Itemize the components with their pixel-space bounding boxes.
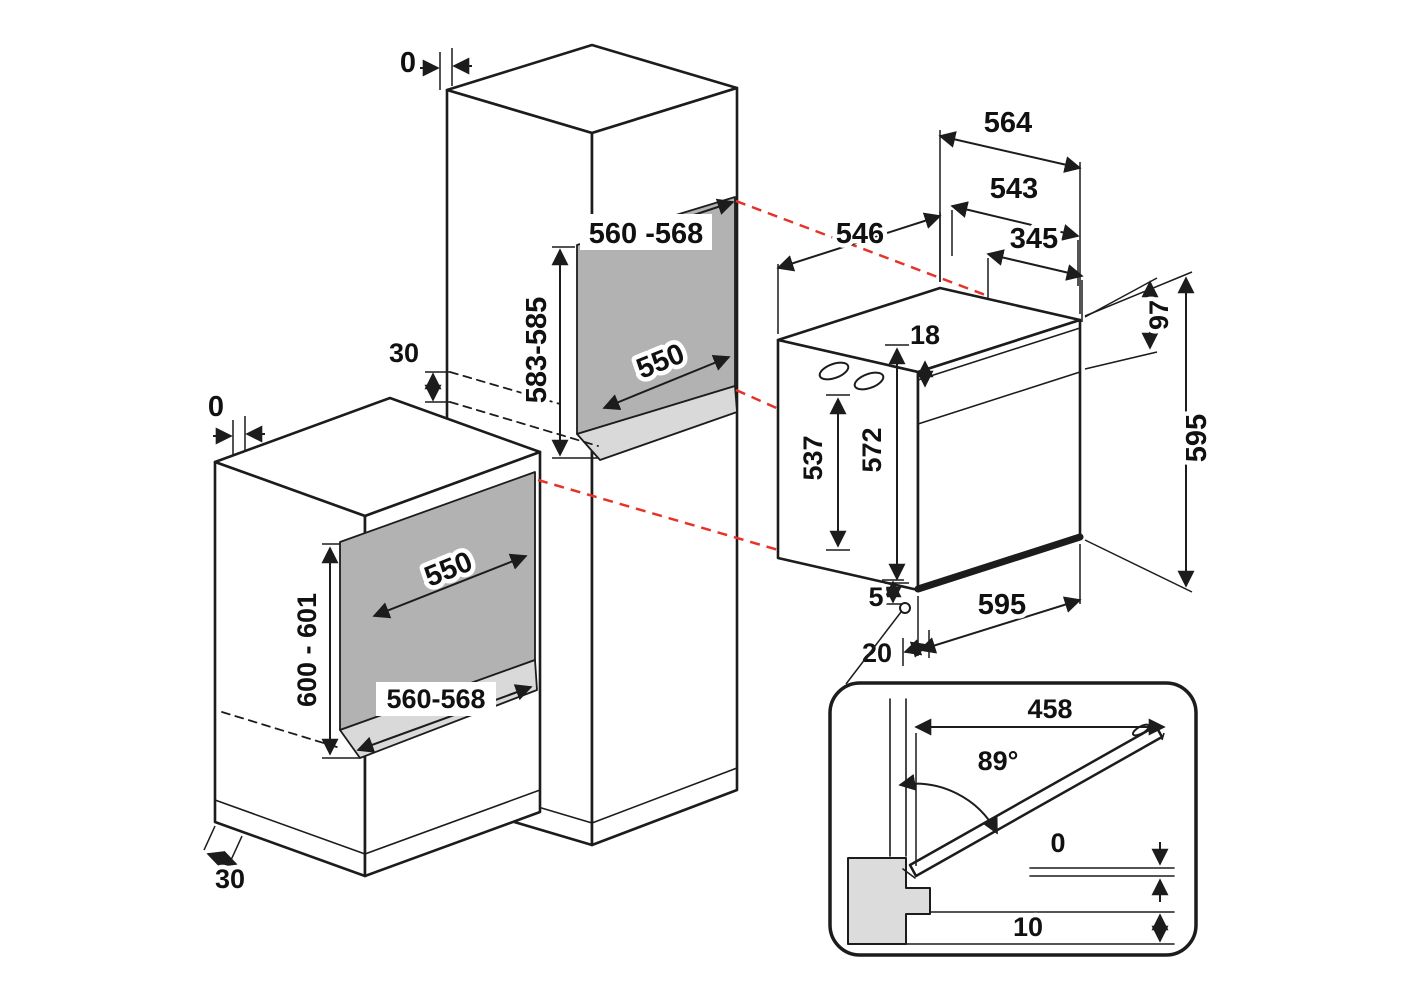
dim-oven-top-width: 564: [984, 107, 1032, 139]
dim-oven-panel-height: 97: [1144, 300, 1174, 330]
oven: [776, 286, 1084, 593]
control-panel-line: [917, 371, 1081, 425]
projection-line-top: [735, 199, 989, 298]
dim-door-flush-gap: 0: [1050, 828, 1065, 858]
dim-base-niche-width: 560-568: [386, 684, 485, 714]
control-knob-icon: [853, 371, 885, 391]
dim-base-niche-height: 600 - 601: [292, 593, 322, 707]
open-oven-door: [908, 724, 1164, 878]
dim-tall-niche-width: 560 -568: [589, 218, 704, 250]
dim-tall-top-gap: 0: [400, 47, 416, 79]
dim-oven-inner-width: 345: [1010, 223, 1058, 255]
dim-oven-height-front: 537: [798, 435, 828, 480]
dim-oven-height-total: 595: [1181, 414, 1213, 462]
dim-tall-niche-height: 583-585: [521, 297, 553, 403]
dim-base-top-gap: 0: [208, 391, 224, 423]
door-hinge: [902, 868, 916, 879]
dim-oven-side-depth: 546: [836, 218, 884, 250]
dim-door-opening-angle: 89°: [978, 746, 1019, 776]
oven-door-bottom-edge: [914, 533, 1084, 593]
dim-oven-height-body: 572: [857, 427, 887, 472]
dim-oven-top-offset: 18: [910, 320, 940, 350]
dim-oven-bottom-gap: 5: [868, 582, 883, 612]
projection-lines: [537, 199, 989, 556]
control-knob-icon: [818, 361, 850, 381]
dim-tall-recess: 30: [389, 338, 419, 368]
label-background: [376, 682, 496, 716]
dim-base-plinth: 30: [215, 864, 245, 894]
label-background: [580, 214, 712, 250]
detail-callout-leader: [845, 611, 902, 685]
dim-oven-mid-width: 543: [990, 173, 1038, 205]
dim-door-length: 458: [1027, 694, 1072, 724]
dim-door-clearance: 10: [1013, 912, 1043, 942]
dim-oven-front-width: 595: [978, 589, 1026, 621]
door-detail-inset: 89° 458 0 10: [828, 681, 1198, 957]
detail-callout-marker: [899, 602, 911, 614]
